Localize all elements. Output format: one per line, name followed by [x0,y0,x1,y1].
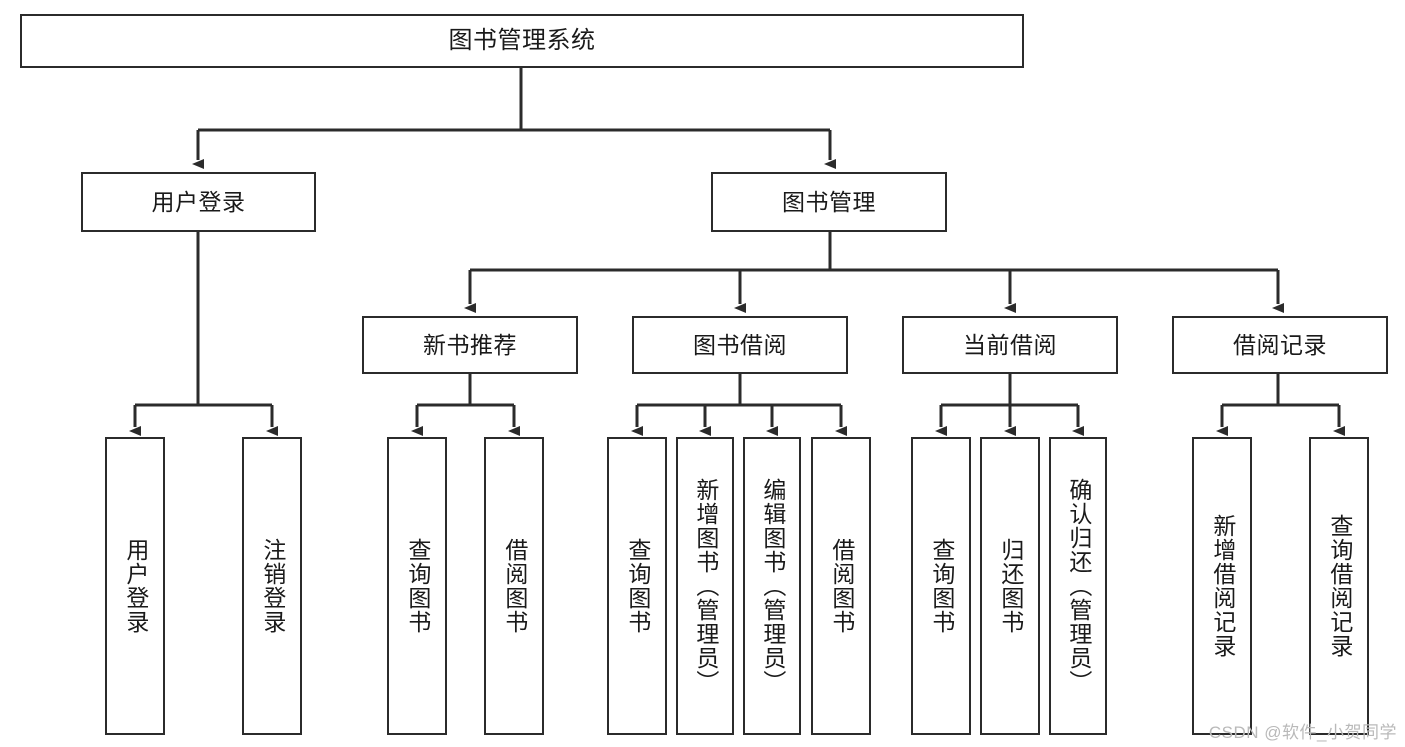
node-root-label: 图书管理系统 [448,27,596,55]
node-current-borrow-label: 当前借阅 [963,331,1057,358]
node-leaf-add-rec[interactable]: 新增借阅记录 [1192,437,1252,735]
node-book-borrow-label: 图书借阅 [693,331,787,358]
node-book-manage-label: 图书管理 [782,188,876,215]
node-new-book-rec-label: 新书推荐 [423,331,517,358]
node-new-book-rec[interactable]: 新书推荐 [362,316,578,374]
node-leaf-borrow-1-label: 借阅图书 [501,538,528,634]
node-leaf-return-label: 归还图书 [997,538,1024,634]
node-leaf-edit-book-label: 编辑图书（管理员） [759,478,786,694]
csdn-watermark: CSDN @软件_小贺同学 [1208,723,1397,742]
node-leaf-logout[interactable]: 注销登录 [242,437,302,735]
node-root[interactable]: 图书管理系统 [20,14,1024,68]
node-leaf-logout-label: 注销登录 [259,538,286,634]
node-leaf-query-1-label: 查询图书 [404,538,431,634]
node-leaf-query-2[interactable]: 查询图书 [607,437,667,735]
node-user-login[interactable]: 用户登录 [81,172,316,232]
node-leaf-confirm-label: 确认归还（管理员） [1065,478,1092,694]
node-user-login-label: 用户登录 [151,188,246,215]
node-current-borrow[interactable]: 当前借阅 [902,316,1118,374]
node-leaf-query-2-label: 查询图书 [624,538,651,634]
node-book-borrow[interactable]: 图书借阅 [632,316,848,374]
node-leaf-user-login-label: 用户登录 [122,538,149,634]
node-leaf-borrow-1[interactable]: 借阅图书 [484,437,544,735]
node-leaf-query-rec[interactable]: 查询借阅记录 [1309,437,1369,735]
node-leaf-borrow-2[interactable]: 借阅图书 [811,437,871,735]
node-leaf-query-rec-label: 查询借阅记录 [1326,514,1353,658]
node-borrow-record-label: 借阅记录 [1233,331,1327,358]
node-leaf-add-book-label: 新增图书（管理员） [692,478,719,694]
node-borrow-record[interactable]: 借阅记录 [1172,316,1388,374]
node-leaf-query-1[interactable]: 查询图书 [387,437,447,735]
node-book-manage[interactable]: 图书管理 [711,172,947,232]
node-leaf-add-rec-label: 新增借阅记录 [1209,514,1236,658]
node-leaf-query-3-label: 查询图书 [928,538,955,634]
node-leaf-add-book[interactable]: 新增图书（管理员） [676,437,734,735]
node-leaf-return[interactable]: 归还图书 [980,437,1040,735]
node-leaf-borrow-2-label: 借阅图书 [828,538,855,634]
node-leaf-confirm[interactable]: 确认归还（管理员） [1049,437,1107,735]
node-leaf-edit-book[interactable]: 编辑图书（管理员） [743,437,801,735]
node-leaf-user-login[interactable]: 用户登录 [105,437,165,735]
node-leaf-query-3[interactable]: 查询图书 [911,437,971,735]
